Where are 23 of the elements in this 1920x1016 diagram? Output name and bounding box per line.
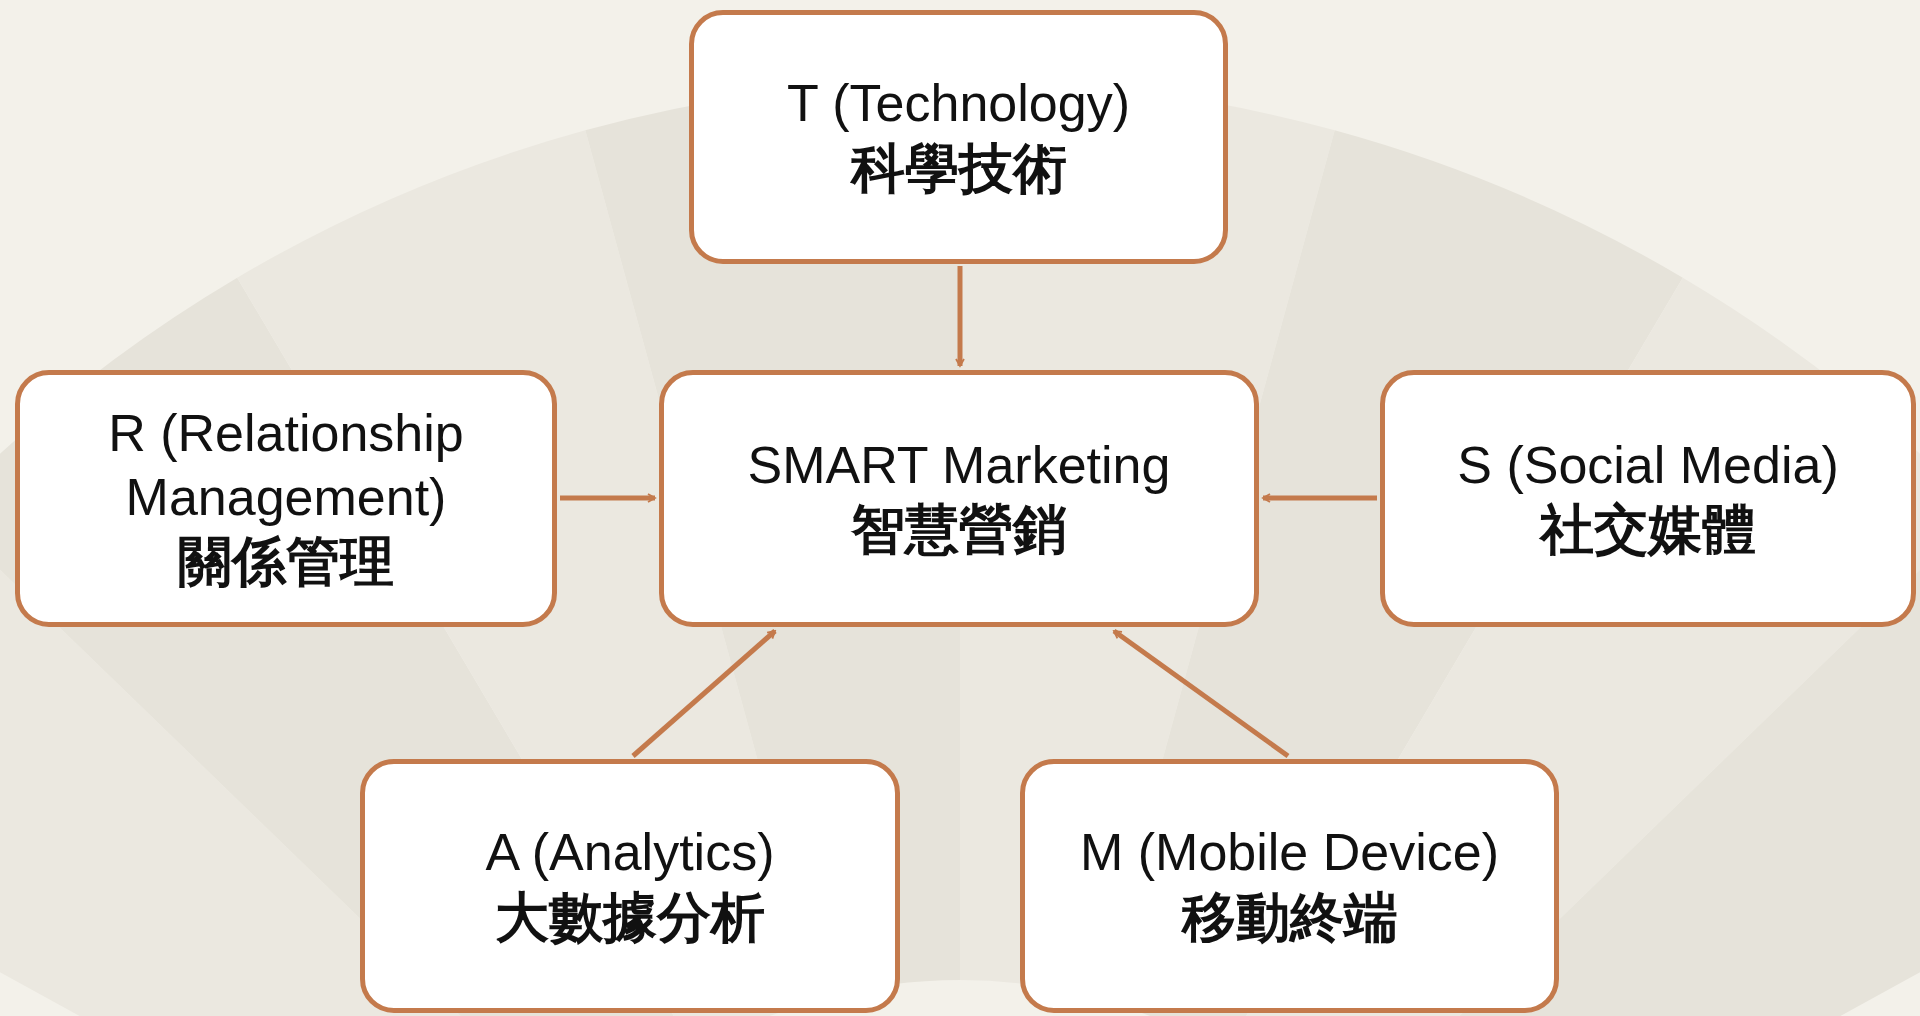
- process-box: [15, 370, 557, 627]
- node-title: A (Analytics): [485, 822, 775, 884]
- node-subtitle: 移動終端: [1181, 885, 1398, 949]
- arrow: [1112, 628, 1290, 759]
- node-title: S (Social Media): [1457, 434, 1839, 496]
- arrow: [631, 629, 777, 758]
- center-box: [659, 370, 1259, 627]
- node-subtitle: 大數據分析: [495, 885, 765, 949]
- process-box: [1020, 759, 1559, 1013]
- node-title: SMART Marketing: [747, 434, 1171, 496]
- arrow: [955, 266, 965, 367]
- node-title: M (Mobile Device): [1080, 822, 1499, 884]
- process-box: [1380, 370, 1916, 627]
- node-subtitle: 關係管理: [178, 530, 394, 593]
- arrow: [1262, 493, 1377, 503]
- node-subtitle: 智慧營銷: [851, 498, 1067, 562]
- node-subtitle: 社交媒體: [1540, 498, 1756, 562]
- node-subtitle: 科學技術: [850, 136, 1067, 200]
- arrow: [560, 493, 656, 503]
- process-box: [360, 759, 900, 1013]
- node-title: T (Technology): [787, 73, 1130, 135]
- process-box: [689, 10, 1228, 264]
- node-title: R (Relationship Management): [107, 403, 465, 528]
